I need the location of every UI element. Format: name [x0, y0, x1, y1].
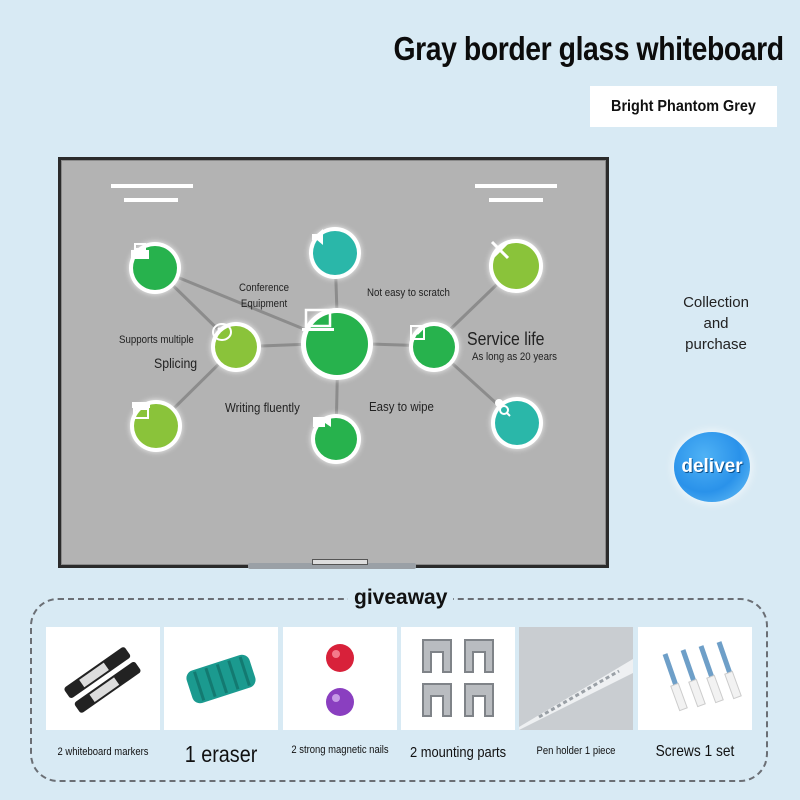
top-left-node — [129, 242, 181, 294]
laptop-node — [301, 308, 373, 380]
wipe-label: Easy to wipe — [369, 399, 434, 414]
magnet-icon — [326, 643, 354, 716]
whiteboard-image: Conference Equipment Not easy to scratch… — [58, 157, 609, 568]
glare-line — [489, 198, 543, 202]
giveaway-label-mounts: 2 mounting parts — [409, 744, 507, 761]
edit-icon — [410, 323, 428, 340]
eraser-icon — [186, 654, 256, 703]
scratch-label: Not easy to scratch — [367, 287, 450, 299]
giveaway-item-screws — [638, 627, 752, 730]
screw-icon — [662, 640, 742, 711]
markers-icon — [64, 646, 141, 713]
scratch-node — [489, 239, 543, 293]
bottom-right-node — [491, 397, 543, 449]
splicing-node — [211, 322, 261, 372]
splicing-label-line1: Supports multiple — [119, 334, 194, 346]
video-camera-icon — [313, 417, 331, 427]
giveaway-item-markers — [46, 627, 160, 730]
collection-link[interactable]: Collection and purchase — [683, 294, 749, 353]
pen-tray — [248, 563, 416, 569]
glare-line — [111, 184, 193, 188]
laptop-icon — [302, 308, 334, 331]
giveaway-item-eraser — [164, 627, 278, 730]
glare-line — [475, 184, 557, 188]
giveaway-title: giveaway — [348, 586, 454, 610]
giveaway-item-mounts — [401, 627, 515, 730]
conference-label: Conference Equipment — [238, 282, 290, 310]
mount-clip-icon — [422, 638, 494, 717]
speaker-icon — [312, 229, 323, 245]
pen-holder-icon — [519, 627, 633, 730]
glare-line — [124, 198, 178, 202]
giveaway-label-screws: Screws 1 set — [655, 743, 735, 760]
color-badge: Bright Phantom Grey — [590, 86, 777, 127]
splicing-label-line2: Splicing — [154, 355, 198, 371]
page-title: Gray border glass whiteboard — [393, 30, 785, 67]
shop-icon — [132, 402, 150, 419]
wipe-node — [311, 414, 361, 464]
deliver-button[interactable]: deliver — [674, 432, 750, 502]
palette-icon — [212, 323, 232, 341]
service-life-label: Service life — [467, 329, 545, 349]
service-life-sublabel: As long as 20 years — [472, 351, 558, 363]
service-life-node — [409, 322, 459, 372]
giveaway-label-pen-holder: Pen holder 1 piece — [536, 745, 616, 757]
giveaway-item-pen-holder — [519, 627, 633, 730]
giveaway-label-magnets: 2 strong magnetic nails — [291, 744, 389, 756]
bottom-left-node — [130, 400, 182, 452]
giveaway-item-magnets — [283, 627, 397, 730]
color-name: Bright Phantom Grey — [611, 97, 756, 115]
tools-icon — [490, 240, 510, 260]
user-search-icon — [495, 399, 511, 417]
writing-label: Writing fluently — [225, 400, 300, 415]
conference-node — [309, 227, 361, 279]
giveaway-label-eraser: 1 eraser — [184, 741, 258, 767]
tray-marker — [312, 559, 368, 565]
cash-register-icon — [131, 243, 149, 259]
giveaway-label-markers: 2 whiteboard markers — [57, 746, 149, 758]
